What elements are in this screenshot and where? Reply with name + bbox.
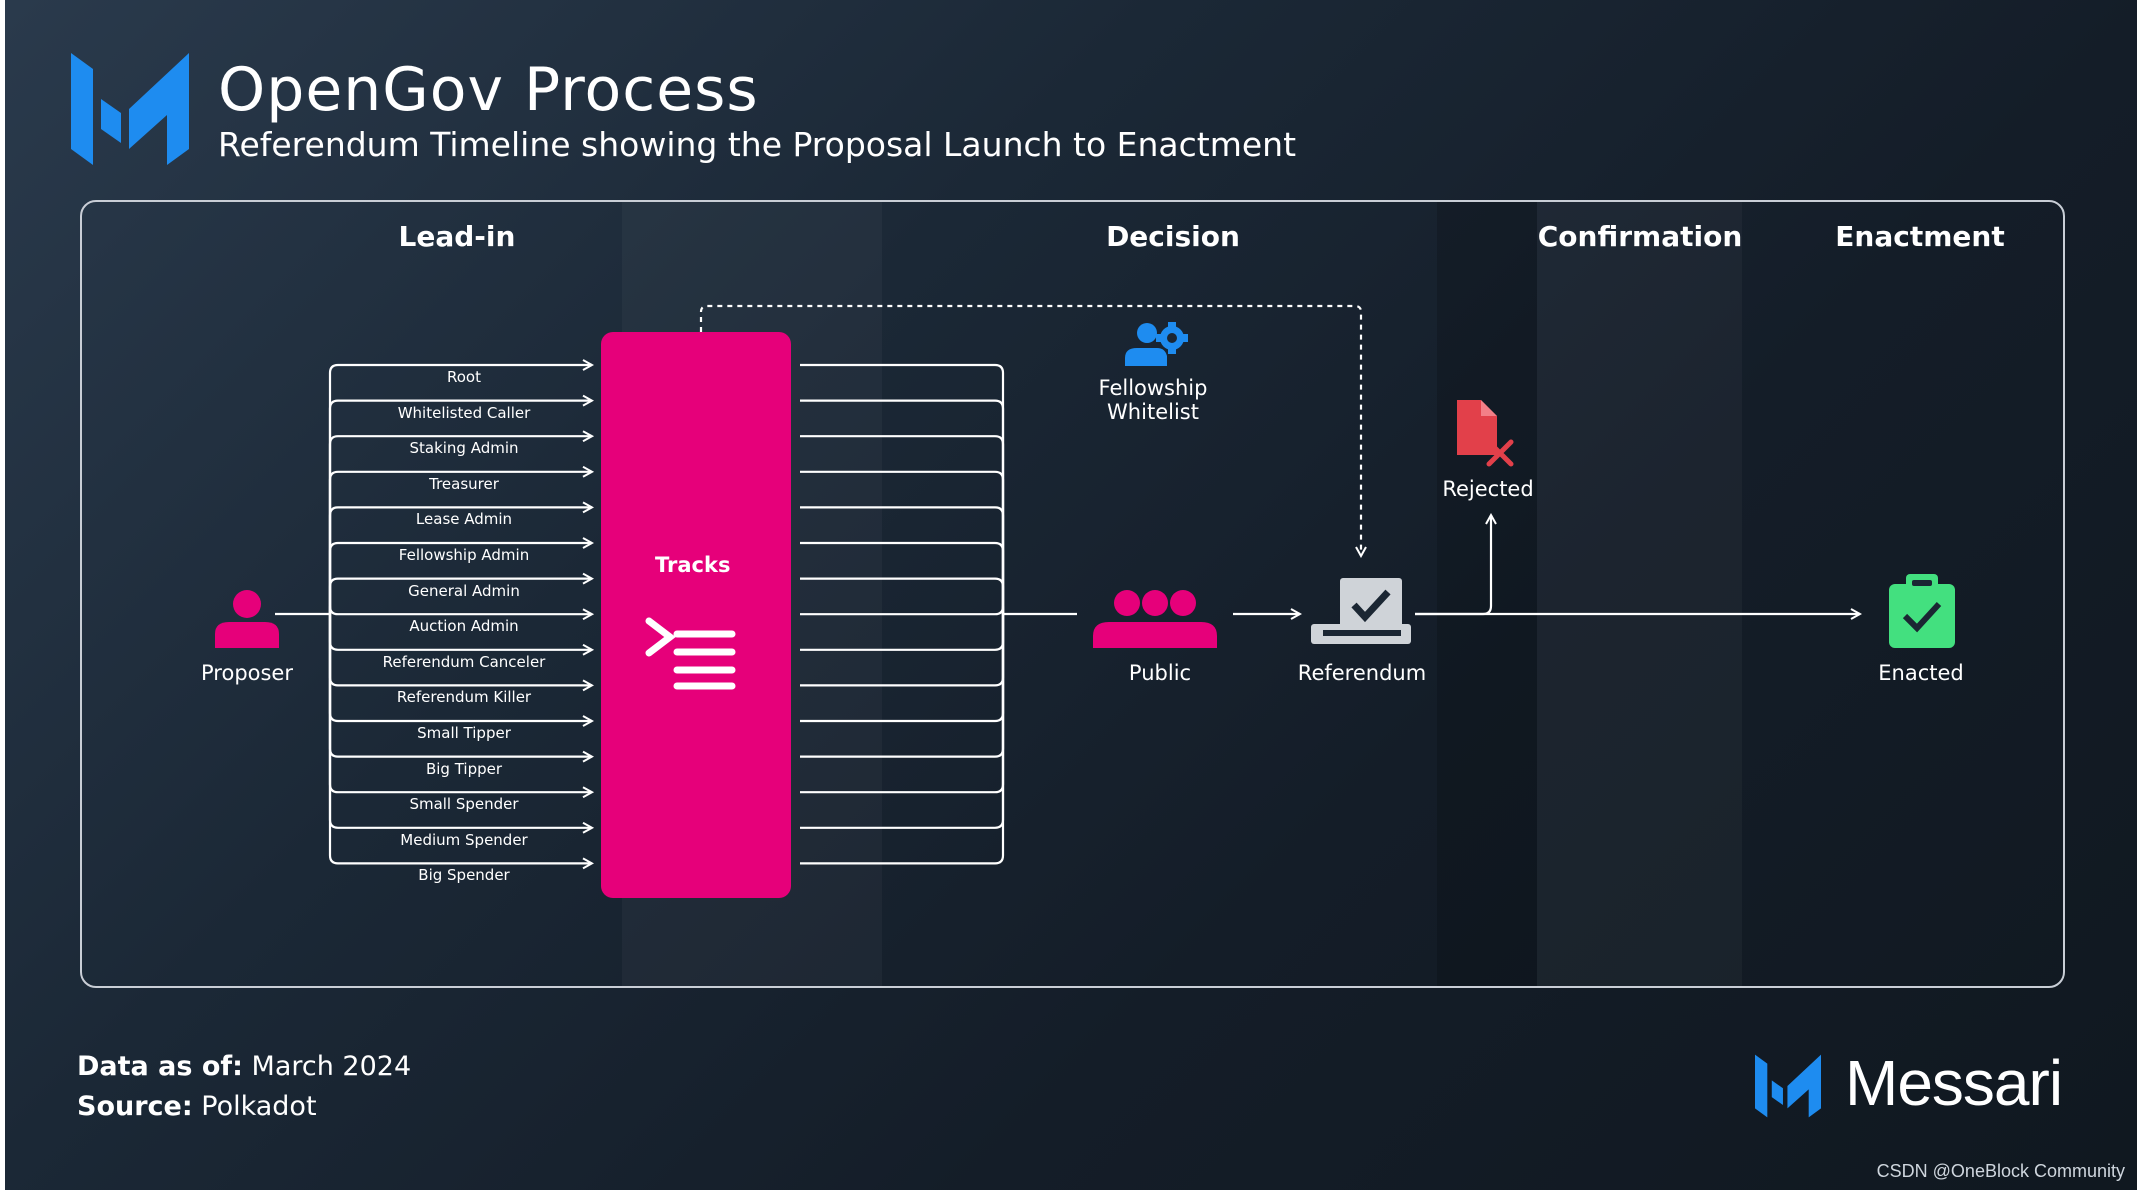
track-line-right <box>800 614 1005 651</box>
track-line-right <box>800 363 1005 614</box>
track-line-left <box>328 606 592 614</box>
track-line-right <box>800 614 1005 865</box>
rejected-label: Rejected <box>1442 477 1534 501</box>
phase-confirmation: Confirmation <box>1537 220 1743 253</box>
diagram-panel <box>80 200 2065 988</box>
data-as-of: Data as of: March 2024 <box>77 1051 411 1082</box>
fellowship-label-line2: Whitelist <box>1107 400 1199 424</box>
track-line-left <box>328 472 592 614</box>
referendum-label: Referendum <box>1297 661 1427 685</box>
phase-decision: Decision <box>1106 220 1240 253</box>
track-line-right <box>800 470 1005 614</box>
rejected-document-icon <box>1457 400 1514 467</box>
page-subtitle: Referendum Timeline showing the Proposal… <box>218 125 1297 164</box>
track-line-right <box>800 614 1005 723</box>
track-line-left <box>328 436 592 614</box>
tracks-box <box>601 332 791 898</box>
track-line-left <box>328 614 592 863</box>
track-label: Treasurer <box>429 474 499 493</box>
track-line-left <box>328 365 592 614</box>
tracks-icon <box>645 617 736 690</box>
page-title: OpenGov Process <box>218 55 759 125</box>
fellowship-whitelist-icon <box>1125 322 1188 366</box>
track-line-left <box>328 507 592 614</box>
track-label: Big Spender <box>418 866 510 885</box>
messari-footer-logo-icon <box>1755 1054 1821 1118</box>
slide: OpenGov Process Referendum Timeline show… <box>5 0 2137 1190</box>
track-line-left <box>328 401 592 614</box>
track-label: Lease Admin <box>415 510 513 529</box>
ballot-box-icon <box>1311 578 1411 644</box>
flow-lines <box>215 304 1955 1190</box>
public-group-icon <box>1093 590 1217 648</box>
track-line-right <box>800 399 1005 614</box>
track-label: Medium Spender <box>400 830 528 849</box>
track-label: Small Spender <box>409 795 519 814</box>
public-label: Public <box>1128 661 1192 685</box>
track-line-right <box>800 614 1005 794</box>
brand-name: Messari <box>1845 1047 2063 1119</box>
track-label: Referendum Killer <box>396 688 532 707</box>
track-line-right <box>800 506 1005 614</box>
track-line-right <box>800 606 1005 616</box>
track-label: Whitelisted Caller <box>397 403 531 422</box>
track-label: Root <box>447 368 481 386</box>
proposer-icon <box>215 590 279 648</box>
track-label: Referendum Canceler <box>382 652 546 671</box>
source-value: Polkadot <box>201 1091 317 1122</box>
tracks-label: Tracks <box>655 553 731 577</box>
source: Source: Polkadot <box>77 1091 317 1122</box>
proposer-label: Proposer <box>201 661 293 685</box>
phase-enactment: Enactment <box>1835 220 2005 253</box>
track-label: Big Tipper <box>425 759 503 778</box>
track-line-right <box>800 435 1005 614</box>
track-label: Auction Admin <box>409 617 519 636</box>
enacted-clipboard-icon <box>1889 574 1955 648</box>
track-line-right <box>800 577 1005 614</box>
messari-logo-icon <box>71 53 189 165</box>
fellowship-label-line1: Fellowship <box>1098 376 1208 400</box>
data-as-of-label: Data as of: <box>77 1051 243 1082</box>
phase-lead-in: Lead-in <box>398 220 516 253</box>
track-line-left <box>328 579 592 614</box>
track-label: General Admin <box>408 581 520 600</box>
enacted-label: Enacted <box>1878 661 1964 685</box>
data-as-of-value: March 2024 <box>251 1051 412 1082</box>
track-label: Small Tipper <box>417 724 511 742</box>
source-label: Source: <box>77 1091 193 1122</box>
track-label: Fellowship Admin <box>398 546 530 564</box>
track-line-right <box>800 541 1005 614</box>
watermark: CSDN @OneBlock Community <box>1876 1161 2125 1181</box>
track-label: Staking Admin <box>409 439 519 458</box>
track-line-left <box>328 543 592 614</box>
